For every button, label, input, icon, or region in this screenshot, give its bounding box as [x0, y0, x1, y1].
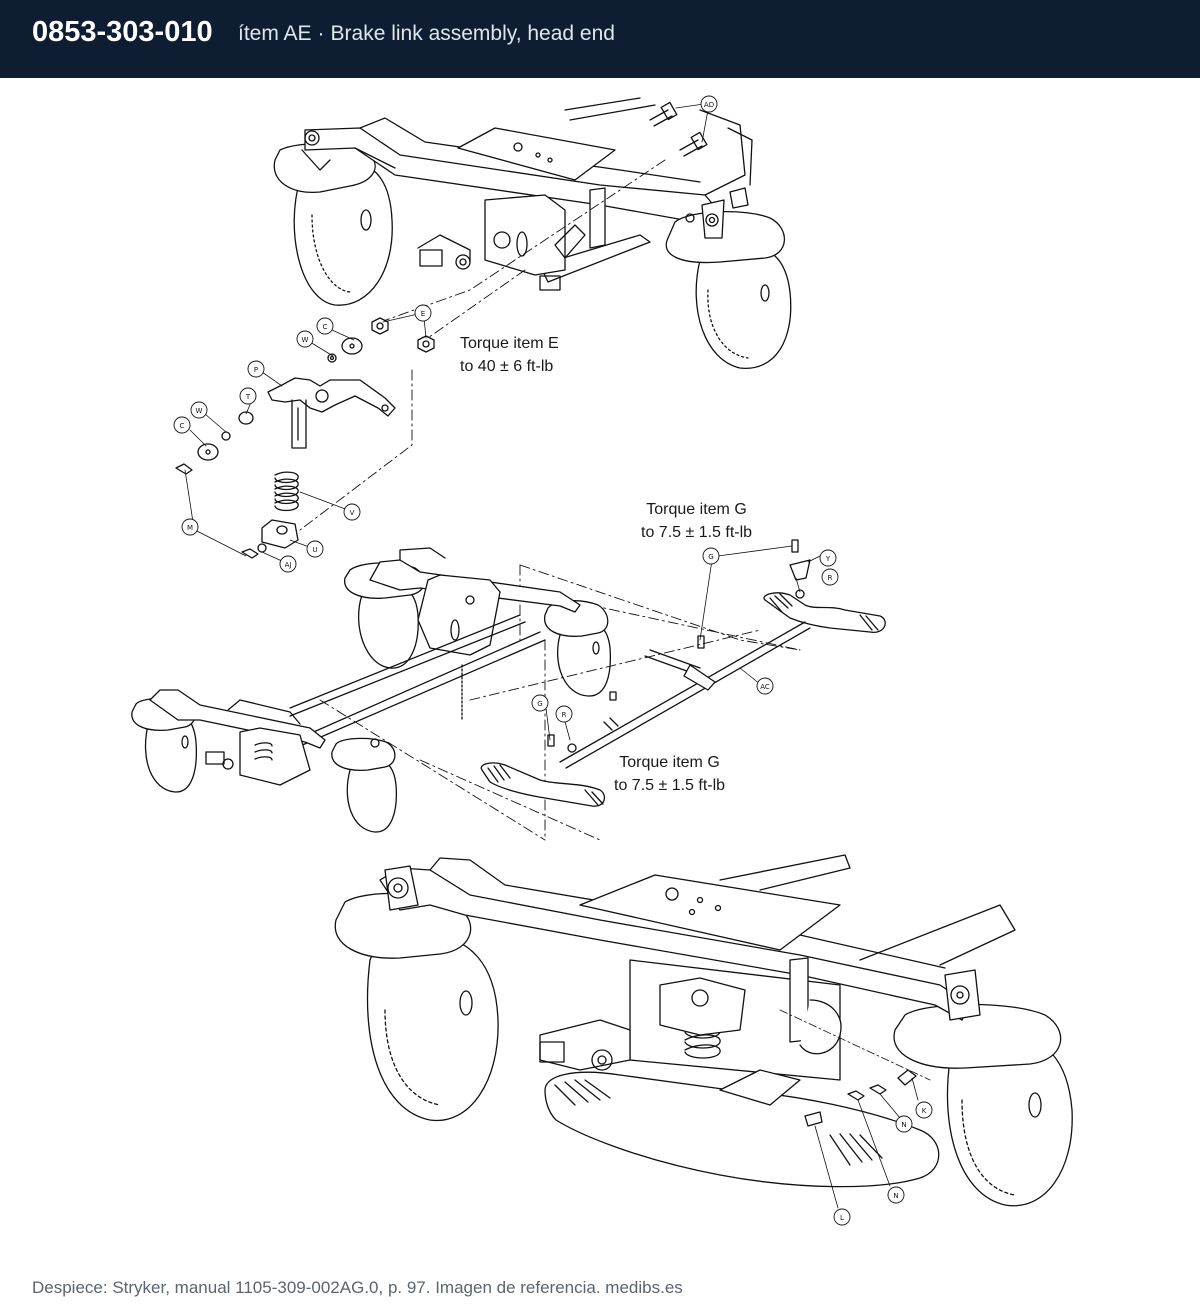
header-title-group: ítem AE·Brake link assembly, head end [238, 22, 615, 46]
callout-C-2: C [173, 416, 191, 434]
torque-note-item-E: Torque item E to 40 ± 6 ft-lb [460, 332, 559, 378]
callout-W: W [296, 330, 314, 348]
svg-text:N: N [901, 1121, 906, 1129]
callout-AD: AD [700, 95, 718, 113]
bolts-AD [649, 101, 709, 157]
torque-note-line: Torque item G [646, 501, 747, 518]
leader-lines [184, 313, 821, 741]
callout-N: N [895, 1115, 913, 1133]
callout-G: G [702, 547, 720, 565]
svg-text:Y: Y [825, 555, 831, 563]
header-bar: 0853-303-010 ítem AE·Brake link assembly… [0, 0, 1200, 78]
callout-P: P [247, 360, 265, 378]
top-right-caster-wheel [695, 244, 792, 369]
svg-text:T: T [245, 393, 251, 401]
callout-K: K [915, 1101, 933, 1119]
middle-frame-assembly [131, 539, 886, 833]
spring-V [274, 471, 299, 512]
torque-note-line: to 7.5 ± 1.5 ft-lb [614, 777, 726, 794]
title-separator: · [317, 22, 325, 45]
svg-text:C: C [180, 422, 185, 430]
callout-N-2: N [887, 1186, 905, 1204]
svg-text:AC: AC [760, 683, 770, 691]
torque-note-line: Torque item G [619, 754, 720, 771]
svg-text:R: R [828, 574, 833, 582]
callout-G-2: G [531, 694, 549, 712]
callout-L: L [833, 1208, 851, 1226]
torque-note-item-G-upper: Torque item G to 7.5 ± 1.5 ft-lb [641, 498, 752, 544]
svg-text:W: W [196, 407, 203, 415]
svg-text:L: L [840, 1214, 844, 1222]
torque-note-line: to 7.5 ± 1.5 ft-lb [641, 524, 753, 541]
callout-T: T [239, 387, 257, 405]
svg-text:V: V [350, 509, 355, 517]
source-footer: Despiece: Stryker, manual 1105-309-002AG… [32, 1278, 683, 1297]
exploded-parts-diagram: AD E C W P T W C V M U AJ G Y R AC G R K… [131, 95, 1073, 1226]
callout-R-2: R [555, 705, 573, 723]
callout-Y: Y [819, 549, 837, 567]
item-label: ítem AE [238, 22, 312, 45]
svg-text:N: N [893, 1192, 898, 1200]
svg-text:R: R [562, 711, 567, 719]
callout-E: E [414, 304, 432, 322]
torque-note-line: to 40 ± 6 ft-lb [460, 358, 554, 375]
bottom-assembled-view [334, 854, 1073, 1209]
svg-text:P: P [254, 366, 258, 374]
svg-text:AJ: AJ [285, 561, 292, 569]
assembly-title: Brake link assembly, head end [330, 22, 615, 45]
callout-W-2: W [190, 401, 208, 419]
svg-text:K: K [922, 1107, 927, 1115]
cross-link-rod-AC [559, 621, 806, 763]
svg-text:E: E [421, 310, 425, 318]
torque-note-line: Torque item E [460, 335, 559, 352]
part-number: 0853-303-010 [32, 16, 213, 48]
callout-AC: AC [756, 677, 774, 695]
callout-R: R [821, 568, 839, 586]
torque-note-item-G-lower: Torque item G to 7.5 ± 1.5 ft-lb [614, 751, 725, 797]
svg-text:W: W [302, 336, 309, 344]
svg-text:G: G [708, 553, 713, 561]
callout-M: M [181, 518, 199, 536]
item-callouts: AD E C W P T W C V M U AJ G Y R AC G R K… [173, 95, 933, 1226]
top-frame-assembly [273, 97, 792, 369]
callout-V: V [343, 503, 361, 521]
svg-text:M: M [187, 524, 193, 532]
svg-text:C: C [323, 323, 328, 331]
callout-AJ: AJ [279, 555, 297, 573]
assembly-guide-lines [299, 159, 801, 841]
linkage-parts [175, 317, 435, 559]
callout-U: U [306, 540, 324, 558]
callout-C: C [316, 317, 334, 335]
svg-text:G: G [537, 700, 542, 708]
svg-text:AD: AD [704, 101, 714, 109]
svg-text:U: U [312, 546, 317, 554]
